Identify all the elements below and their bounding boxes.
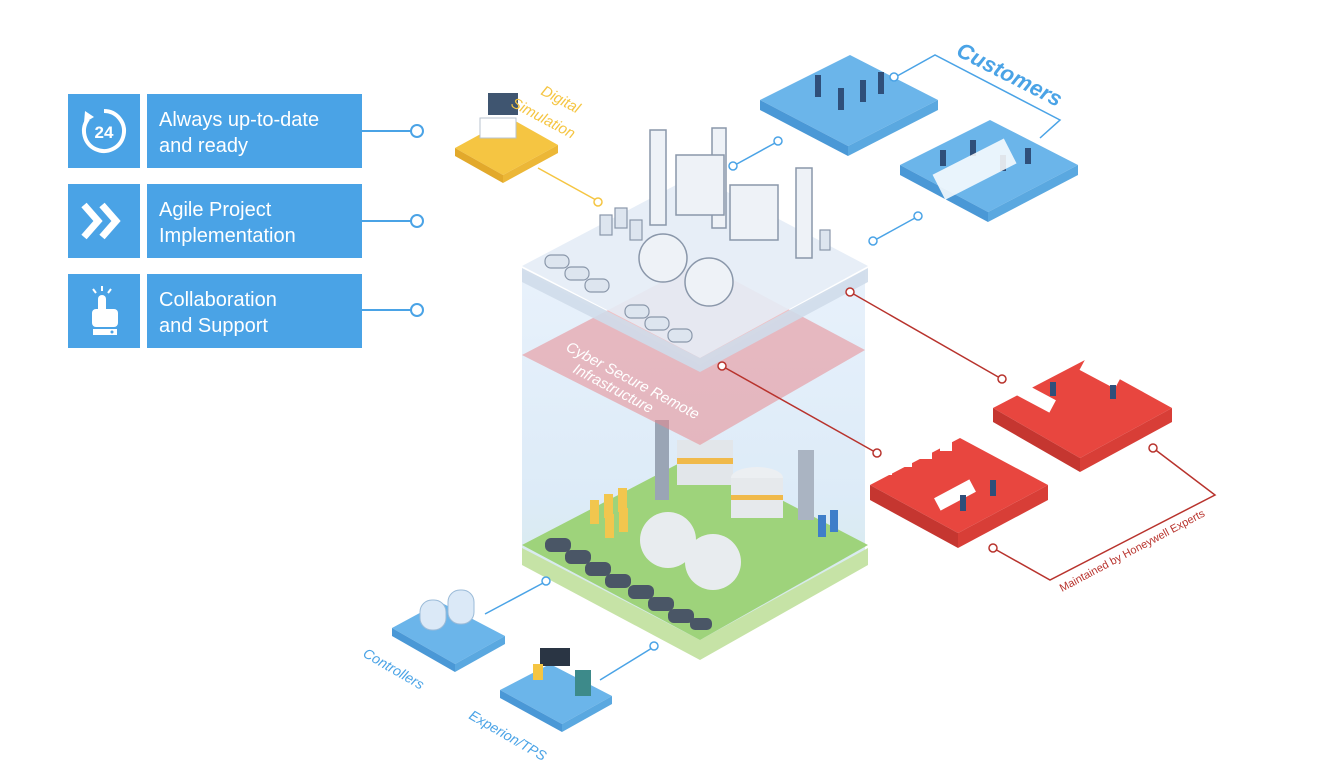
top-platform [522,127,868,372]
clock-24-icon: 24 [82,109,126,153]
controllers-tile: Controllers [361,576,551,693]
clock-24-icon-box: 24 [68,94,140,168]
connector-dot [410,303,424,317]
feature-label: Agile Project Implementation [147,184,362,258]
maintained-label: Maintained by Honeywell Experts [1058,507,1208,594]
connector-line [362,130,412,132]
feature-line1: Agile Project [159,199,272,221]
experion-tile: Experion/TPS [467,641,659,764]
connector-line [362,309,412,311]
feature-label: Always up-to-date and ready [147,94,362,168]
chevron-icon-box [68,184,140,258]
digital-simulation-tile: Digital Simulation [455,83,603,207]
feature-line2: and Support [159,315,268,337]
feature-agile-project: Agile Project Implementation [68,184,362,258]
feature-collaboration: Collaboration and Support [68,274,362,348]
connector-dot [410,214,424,228]
feature-line2: Implementation [159,225,296,247]
hand-icon-box [68,274,140,348]
customers-group: Customers [728,37,1078,246]
base-plant-equipment [545,420,838,630]
connector-dot [410,124,424,138]
feature-line2: and ready [159,135,248,157]
chevron-double-right-icon [81,202,121,240]
pointing-hand-icon [92,286,118,335]
connector-line [362,220,412,222]
controllers-label: Controllers [361,645,428,693]
feature-line1: Collaboration [159,289,277,311]
customers-label: Customers [953,37,1067,111]
feature-line1: Always up-to-date [159,109,320,131]
icon-24-text: 24 [95,123,114,142]
feature-label: Collaboration and Support [147,274,362,348]
feature-always-up-to-date: 24 Always up-to-date and ready [68,94,362,168]
